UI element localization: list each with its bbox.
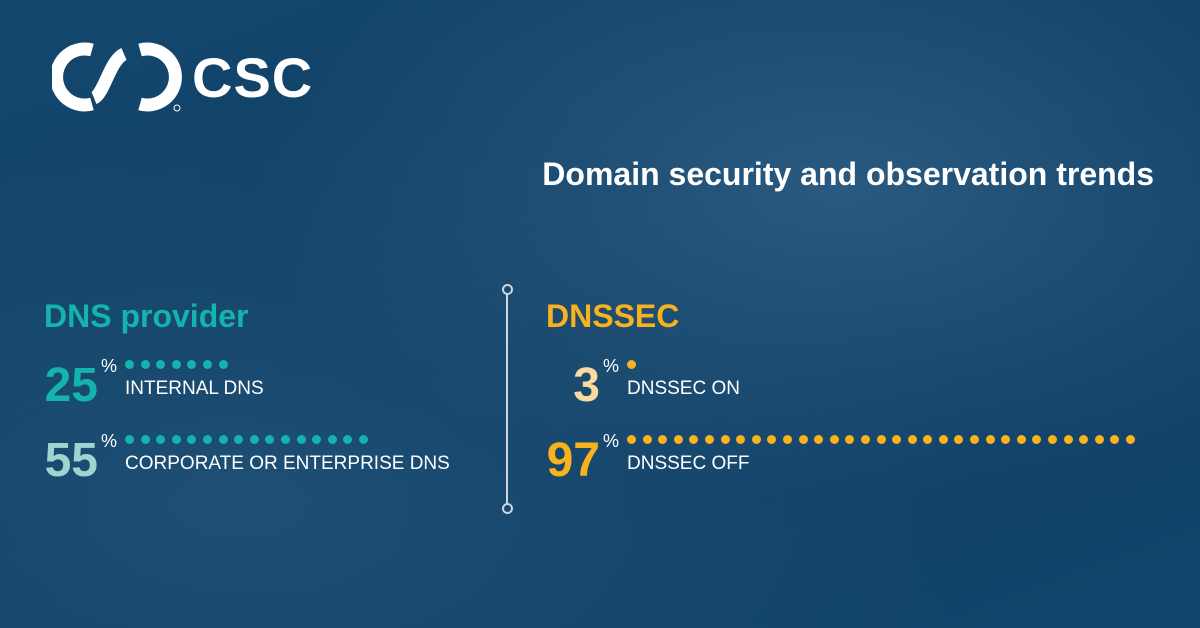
dot-bar <box>627 358 740 370</box>
page-title: Domain security and observation trends <box>542 156 1154 192</box>
value-label: 3 <box>573 359 600 412</box>
bar-dot <box>140 434 150 444</box>
bar-and-label: DNSSEC ON <box>627 352 740 400</box>
bar-dot <box>296 434 306 444</box>
bar-dot <box>985 434 995 444</box>
bar-dot <box>187 434 197 444</box>
bar-dot <box>829 434 839 444</box>
value-label: 55 <box>44 434 98 487</box>
bar-dot <box>125 359 135 369</box>
bar-dot <box>171 434 181 444</box>
divider-cap-bottom <box>501 503 513 514</box>
bar-dot <box>658 434 668 444</box>
bar-dot <box>704 434 714 444</box>
bar-dot <box>218 359 228 369</box>
bar-dot <box>187 359 197 369</box>
bar-dot <box>751 434 761 444</box>
percent-sign: % <box>101 431 118 451</box>
bar-and-label: CORPORATE OR ENTERPRISE DNS <box>125 427 450 475</box>
divider <box>501 284 513 514</box>
bar-dot <box>954 434 964 444</box>
dot-bar <box>125 433 450 445</box>
category-label: INTERNAL DNS <box>125 378 264 399</box>
bar-dot <box>642 434 652 444</box>
section-title: DNS provider <box>44 298 249 334</box>
bar-dot <box>171 359 181 369</box>
bar-dot <box>202 359 212 369</box>
logo-text: CSC <box>192 45 314 109</box>
bar-and-label: INTERNAL DNS <box>125 352 264 400</box>
bar-dot <box>358 434 368 444</box>
bar-dot <box>1016 434 1026 444</box>
category-label: DNSSEC ON <box>627 378 740 399</box>
bar-dot <box>327 434 337 444</box>
bar-dot <box>1126 434 1136 444</box>
dot-bar <box>627 433 1136 445</box>
bar-dot <box>265 434 275 444</box>
bar-dot <box>218 434 228 444</box>
bar-dot <box>673 434 683 444</box>
bar-dot <box>782 434 792 444</box>
bar-dot <box>938 434 948 444</box>
bar-dot <box>1001 434 1011 444</box>
bar-dot <box>280 434 290 444</box>
data-row: 25% INTERNAL DNS <box>40 352 264 410</box>
bar-dot <box>343 434 353 444</box>
value-label: 97 <box>546 434 600 487</box>
divider-cap-top <box>501 284 513 295</box>
bar-dot <box>125 434 135 444</box>
bar-dot <box>627 359 637 369</box>
percent-sign: % <box>101 356 118 376</box>
bar-dot <box>1110 434 1120 444</box>
bar-dot <box>156 434 166 444</box>
bar-dot <box>892 434 902 444</box>
bar-dot <box>1063 434 1073 444</box>
bar-dot <box>720 434 730 444</box>
bar-dot <box>234 434 244 444</box>
bar-dot <box>627 434 637 444</box>
bar-dot <box>689 434 699 444</box>
dot-bar <box>125 358 264 370</box>
bar-dot <box>1048 434 1058 444</box>
bar-dot <box>202 434 212 444</box>
bar-dot <box>1094 434 1104 444</box>
bar-dot <box>249 434 259 444</box>
bar-dot <box>814 434 824 444</box>
percent-sign: % <box>603 431 620 451</box>
bar-dot <box>907 434 917 444</box>
bar-dot <box>923 434 933 444</box>
data-row: 55% CORPORATE OR ENTERPRISE DNS <box>40 427 450 485</box>
bar-dot <box>767 434 777 444</box>
bar-dot <box>845 434 855 444</box>
csc-logo: CSC <box>52 42 313 112</box>
category-label: CORPORATE OR ENTERPRISE DNS <box>125 453 450 474</box>
percent-sign: % <box>603 356 620 376</box>
bar-dot <box>798 434 808 444</box>
data-row: 97% DNSSEC OFF <box>540 427 1136 487</box>
bar-dot <box>970 434 980 444</box>
bar-dot <box>860 434 870 444</box>
bar-dot <box>312 434 322 444</box>
data-row: 3% DNSSEC ON <box>540 352 740 410</box>
section-title: DNSSEC <box>546 298 680 334</box>
bar-dot <box>1032 434 1042 444</box>
csc-logo-icon <box>52 42 182 112</box>
bar-dot <box>140 359 150 369</box>
bar-and-label: DNSSEC OFF <box>627 427 1136 475</box>
value-label: 25 <box>44 359 98 412</box>
bar-dot <box>876 434 886 444</box>
bar-dot <box>1079 434 1089 444</box>
bar-dot <box>156 359 166 369</box>
category-label: DNSSEC OFF <box>627 453 750 474</box>
bar-dot <box>736 434 746 444</box>
